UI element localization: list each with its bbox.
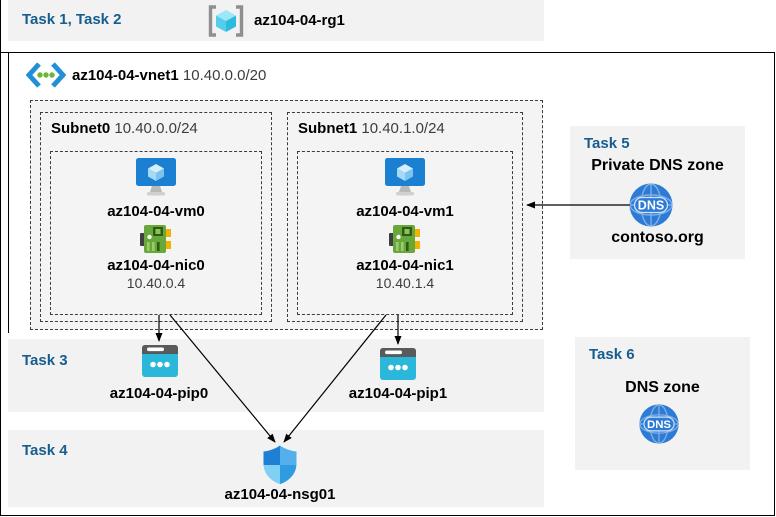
subnet0-cidr: 10.40.0.0/24 xyxy=(114,120,198,137)
pip0-icon xyxy=(142,345,178,377)
vm1-icon xyxy=(385,158,425,196)
nic1-name: az104-04-nic1 xyxy=(356,257,454,274)
task6-title: DNS zone xyxy=(625,379,700,396)
pip0-name: az104-04-pip0 xyxy=(109,385,209,402)
resource-group-icon xyxy=(208,5,244,37)
subnet0-vm-group: az104-04-vm0 az104-04-nic0 10.40.0.4 xyxy=(50,151,262,315)
subnet1-name: Subnet1 xyxy=(298,120,358,137)
subnet1-vm-group: az104-04-vm1 az104-04-nic1 10.40.1.4 xyxy=(297,151,513,315)
task6-label: Task 6 xyxy=(589,346,635,363)
task12-label: Task 1, Task 2 xyxy=(22,11,122,28)
task12-band: Task 1, Task 2 az104-04-rg1 xyxy=(8,0,544,41)
nic0-ip: 10.40.0.4 xyxy=(126,275,186,291)
subnet0-title: Subnet0 10.40.0.0/24 xyxy=(51,120,198,137)
subnet0-name: Subnet0 xyxy=(51,120,111,137)
task5-box: Task 5 Private DNS zone DNS contoso.org xyxy=(570,126,745,259)
vnet-cidr: 10.40.0.0/20 xyxy=(182,67,267,84)
task4-label: Task 4 xyxy=(22,442,68,459)
resource-group-name: az104-04-rg1 xyxy=(254,12,345,29)
dns-zone-icon-text: DNS xyxy=(647,419,671,431)
nic1-ip: 10.40.1.4 xyxy=(375,275,435,291)
task3-label: Task 3 xyxy=(22,352,68,369)
private-dns-icon-text: DNS xyxy=(638,199,664,213)
vnet-left-border xyxy=(8,53,9,333)
pip1-name: az104-04-pip1 xyxy=(348,385,448,402)
private-dns-zone-icon: DNS xyxy=(629,183,673,227)
subnet1-title: Subnet1 10.40.1.0/24 xyxy=(298,120,445,137)
vm1-name: az104-04-vm1 xyxy=(356,203,454,220)
subnet0-box: Subnet0 10.40.0.0/24 az104-04-vm0 xyxy=(40,112,272,322)
vnet-name: az104-04-vnet1 xyxy=(72,67,179,84)
outer-container-border xyxy=(0,52,775,516)
task3-band: Task 3 az104-04-pip0 az104-04-pip1 xyxy=(8,339,544,412)
nsg-shield-icon xyxy=(263,445,297,485)
task5-title: Private DNS zone xyxy=(591,157,724,174)
dns-zone-icon: DNS xyxy=(639,404,679,444)
nic0-icon xyxy=(140,225,171,253)
nic1-icon xyxy=(389,225,420,253)
vm0-name: az104-04-vm0 xyxy=(107,203,205,220)
subnet1-cidr: 10.40.1.0/24 xyxy=(361,120,445,137)
left-edge-line xyxy=(0,0,1,53)
nic0-name: az104-04-nic0 xyxy=(107,257,205,274)
task5-zone-name: contoso.org xyxy=(611,229,704,246)
task6-box: Task 6 DNS zone DNS xyxy=(575,337,750,470)
nsg-name: az104-04-nsg01 xyxy=(224,486,336,503)
task5-label: Task 5 xyxy=(584,135,630,152)
vm0-icon xyxy=(136,158,176,196)
vnet-title: az104-04-vnet1 10.40.0.0/20 xyxy=(72,67,266,84)
virtual-network-icon xyxy=(26,62,66,88)
pip1-icon xyxy=(380,348,416,380)
subnet1-box: Subnet1 10.40.1.0/24 az104-04-vm1 xyxy=(287,112,523,322)
task4-band: Task 4 az104-04-nsg01 xyxy=(8,430,544,507)
